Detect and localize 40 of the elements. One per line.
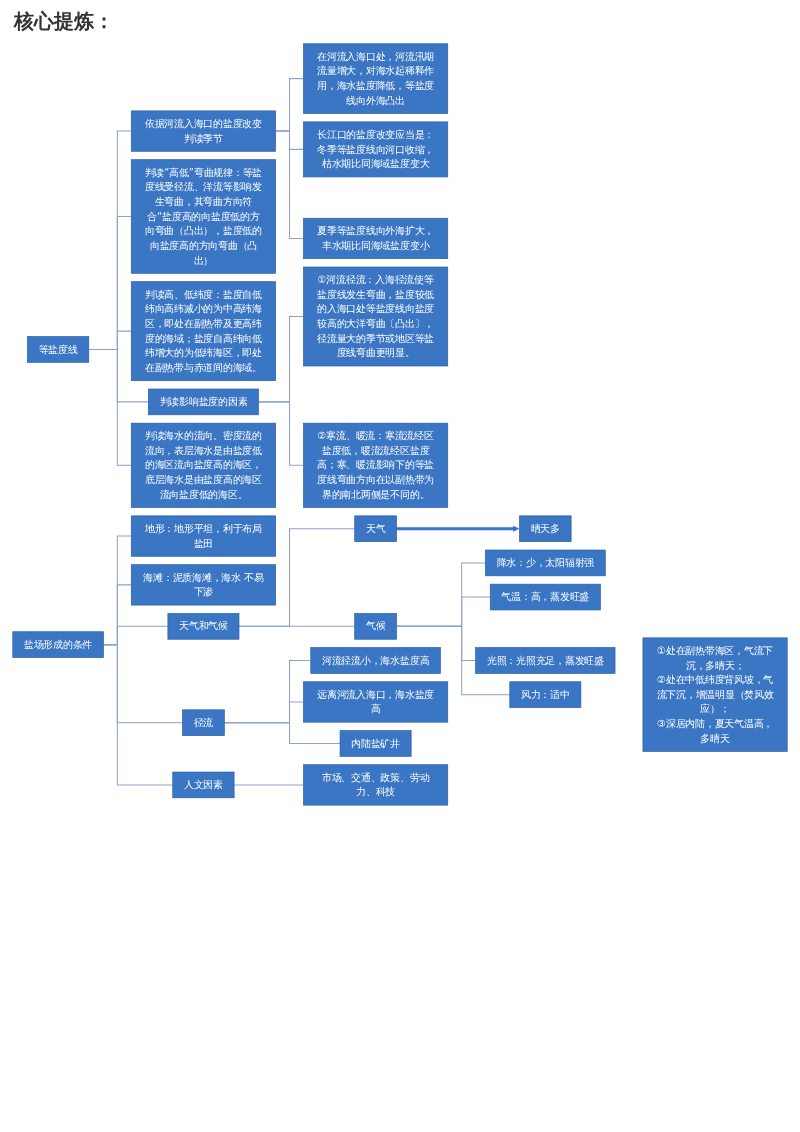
node-box: 晴天多 (519, 515, 572, 542)
node-box: 风力：适中 (509, 681, 582, 708)
node-box: 市场、交通、政策、劳动力、科技 (303, 764, 449, 806)
arrow (396, 525, 520, 532)
node-box: 降水：少，太阳辐射强 (485, 549, 606, 577)
node-box: 光照：光照充足，蒸发旺盛 (475, 647, 616, 674)
node-box: 判读高、低纬度：盐度自低纬向高纬减小的为中高纬海区，即处在副热带及更高纬度的海域；盐度自高纬向低纬增大的为低纬海区，即处在副热带与赤道间的海域。 (130, 281, 276, 381)
node-box: 等盐度线 (27, 336, 90, 363)
node-box: 判读海水的流向。密度流的流向，表层海水是由盐度低的海区流向盐度高的海区，底层海水是由盐度高的海区流向盐度低的海区。 (130, 422, 276, 508)
node-box: 依据河流入海口的盐度改变判读季节 (130, 110, 276, 152)
connector (396, 625, 511, 696)
node-box: 夏季等盐度线向外海扩大，丰水期比同海域盐度变小 (303, 217, 449, 259)
connector (275, 130, 304, 239)
node-box: 内陆盐矿井 (339, 730, 412, 757)
node-box: 判读影响盐度的因素 (148, 388, 259, 416)
node-box: ①河流径流：入海径流使等盐度线发生弯曲，盐度较低的入海口处等盐度线向盐度较高的大洋弯曲〔凸出〕，径流量大的季节或地区等盐度线弯曲更明显。 (303, 266, 449, 367)
title: 核心提炼： (14, 8, 114, 35)
node-box: 在河流入海口处，河流汛期流量增大，对海水起稀释作用，海水盐度降低，等盐度线向外海凸出 (303, 43, 449, 114)
connector (88, 348, 132, 466)
node-box: 河流径流小，海水盐度高 (310, 647, 441, 674)
node-box: 海滩：泥质海滩，海水 不易下渗 (130, 564, 276, 606)
node-box: 气温：高，蒸发旺盛 (489, 583, 601, 611)
node-box: 远离河流入海口，海水盐度高 (303, 681, 449, 723)
node-box: 人文因素 (172, 771, 235, 799)
connector (238, 528, 356, 627)
node-box: 判读“高低”弯曲规律：等盐度线受径流、洋流等影响发生弯曲，其弯曲方向符合“盐度高的向盐度低的方向弯曲（凸出），盐度低的向盐度高的方向弯曲（凸出） (130, 159, 276, 274)
node-box: 地形：地形平坦，利于布局盐田 (130, 515, 276, 557)
node-box: 气候 (354, 613, 397, 640)
connector (233, 784, 304, 786)
node-box: 天气和气候 (167, 613, 240, 640)
connector (102, 644, 174, 786)
node-box: ①处在副热带海区，气流下沉，多晴天； ②处在中低纬度背风坡，气流下沉，增温明显（焚风效应）； ③深居内陆，夏天气温高，多晴天 (642, 637, 788, 752)
connector (257, 401, 304, 466)
connector (238, 625, 356, 627)
node-box: 盐场形成的条件 (12, 631, 104, 658)
node-box: ②寒流、暖流：寒流流经区盐度低，暖流流经区盐度高；寒、暖流影响下的等盐度线弯曲方向在以副热带为界的南北两侧是不同的。 (303, 422, 449, 508)
node-box: 天气 (354, 515, 397, 542)
node-box: 长江口的盐度改变应当是：冬季等盐度线向河口收缩，枯水期比同海域盐度变大 (303, 121, 449, 178)
node-box: 径流 (182, 709, 225, 736)
connector (223, 722, 341, 744)
